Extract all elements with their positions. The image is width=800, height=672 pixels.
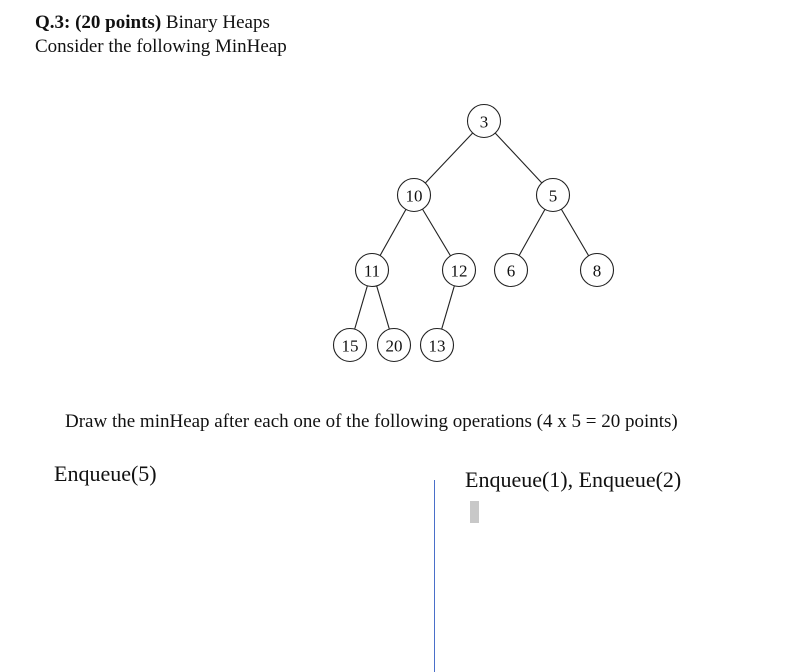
question-topic: Binary Heaps [165,12,270,33]
heap-node: 3 [466,103,502,139]
heap-node: 15 [332,327,368,363]
heap-node: 10 [396,177,432,213]
heap-node: 12 [441,252,477,288]
question-prompt: Consider the following MinHeap [35,36,287,57]
heap-edge [441,285,455,330]
heap-node-circle [354,252,390,288]
heap-node-label: 15 [342,337,359,356]
heap-node-label: 6 [507,262,516,281]
heap-node-label: 11 [364,262,380,281]
heap-node-label: 10 [406,187,423,206]
text-cursor[interactable] [470,501,479,523]
heap-node: 5 [535,177,571,213]
heap-node-label: 5 [549,187,558,206]
heap-node-label: 8 [593,262,602,281]
question-label: Q.3: (20 points) [35,12,162,33]
heap-node: 11 [354,252,390,288]
heap-node: 13 [419,327,455,363]
heap-node-label: 20 [386,337,403,356]
heap-node-circle [535,177,571,213]
heap-node-circle [579,252,615,288]
heap-node-circle [396,177,432,213]
heap-edge [354,285,368,330]
heap-node: 6 [493,252,529,288]
operation-left: Enqueue(5) [54,461,157,486]
heap-node-circle [493,252,529,288]
heap-edge [494,132,543,184]
heap-node-circle [466,103,502,139]
heap-node-circle [441,252,477,288]
heap-node-circle [376,327,412,363]
heap-node-circle [419,327,455,363]
column-divider [434,480,435,672]
heap-edge [422,208,451,257]
minheap-diagram: 3 10 5 11 12 6 8 15 20 13 [332,103,615,363]
heap-node-label: 12 [451,262,468,281]
instruction-text: Draw the minHeap after each one of the f… [65,411,678,432]
heap-edge [379,209,407,256]
heap-node: 20 [376,327,412,363]
question-heading: Q.3: (20 points) Binary Heaps [35,11,270,35]
heap-node: 8 [579,252,615,288]
heap-node-label: 13 [429,337,446,356]
heap-edge [560,208,590,257]
heap-node-label: 3 [480,113,489,132]
heap-node-circle [332,327,368,363]
heap-edge [424,132,474,184]
heap-edge [518,209,546,256]
operation-right: Enqueue(1), Enqueue(2) [465,467,682,492]
heap-edges [354,132,590,330]
heap-edge [376,285,390,330]
